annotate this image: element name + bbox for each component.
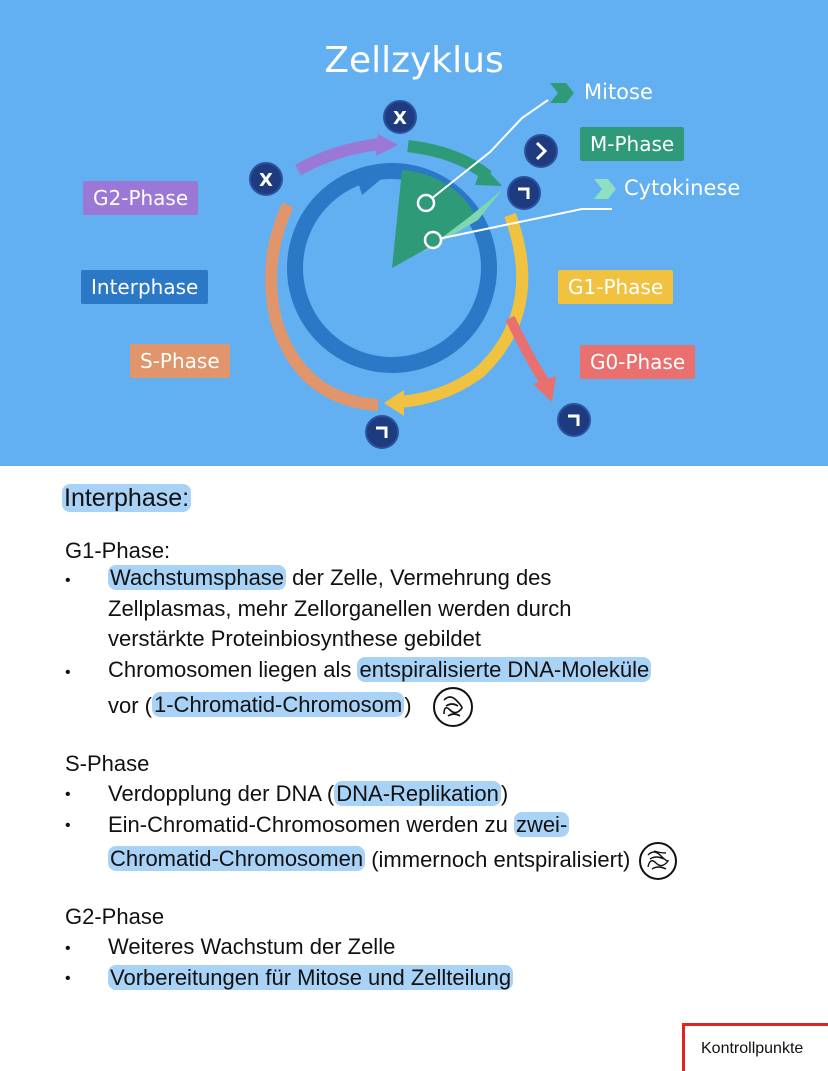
g1-phase-chip: G1-Phase	[558, 270, 674, 304]
g2-bullet-2: Vorbereitungen für Mitose und Zellteilun…	[108, 963, 798, 994]
highlight: zwei-	[513, 812, 570, 837]
s-bullet-2-line-1: Ein-Chromatid-Chromosomen werden zu zwei…	[108, 810, 798, 841]
g2-title: G2-Phase	[65, 904, 165, 929]
s-arc	[265, 202, 379, 411]
text: der Zelle, Vermehrung des	[286, 565, 552, 590]
interphase-arrowhead	[355, 170, 392, 195]
two-chromatid-chromosome-icon	[639, 841, 678, 880]
m-phase-wedge	[392, 170, 478, 268]
svg-text:X: X	[393, 108, 407, 129]
interphase-heading: Interphase:	[62, 484, 192, 513]
mitose-label: Mitose	[584, 80, 653, 104]
g1-bullet-2-line-2: vor (1-Chromatid-Chromosom)	[108, 686, 798, 728]
text: Chromosomen liegen als	[108, 657, 358, 682]
checkpoint-icon	[557, 403, 591, 437]
interphase-heading-text: Interphase:	[62, 484, 192, 512]
checkpoint-icon: X	[383, 100, 417, 134]
g1-arrowhead	[384, 390, 404, 416]
text: vor (	[108, 692, 152, 718]
m-arrowhead	[475, 164, 502, 186]
g0-phase-chip: G0-Phase	[580, 345, 696, 379]
cytokinese-chevron-icon	[594, 179, 616, 199]
g1-bullet-2: Chromosomen liegen als entspiralisierte …	[108, 655, 798, 728]
checkpoints-label: Kontrollpunkte	[701, 1040, 804, 1057]
g2-bullet-1: Weiteres Wachstum der Zelle	[108, 934, 396, 959]
cytokinese-label: Cytokinese	[624, 176, 741, 200]
g1-title: G1-Phase:	[65, 538, 171, 563]
text: Verdopplung der DNA (	[108, 781, 335, 806]
bullet: •	[65, 817, 71, 834]
checkpoints-box	[682, 1023, 828, 1071]
text: Ein-Chromatid-Chromosomen werden zu	[108, 812, 514, 837]
diagram-title: Zellzyklus	[324, 40, 504, 81]
g0-arrowhead	[533, 376, 556, 402]
cytokinese-callout-line	[432, 208, 612, 241]
g2-phase-chip: G2-Phase	[83, 181, 199, 215]
g1-arc	[399, 212, 529, 408]
highlight: Wachstumsphase	[108, 565, 287, 590]
cytokinese-callout-dot	[423, 230, 443, 250]
text: (immernoch entspiralisiert)	[365, 846, 631, 872]
checkpoint-icon	[507, 176, 541, 210]
bullet: •	[65, 786, 71, 803]
mitose-chevron-icon	[550, 83, 574, 103]
checkpoint-icon	[365, 415, 399, 449]
s-bullet-2: Ein-Chromatid-Chromosomen werden zu zwei…	[108, 810, 798, 881]
s-phase-chip: S-Phase	[130, 344, 230, 378]
bullet: •	[65, 664, 71, 681]
one-chromatid-chromosome-icon	[432, 686, 473, 727]
notes-section: Interphase: G1-Phase: • Wachstumsphase d…	[0, 466, 828, 1071]
checkpoint-icon: X	[249, 162, 283, 196]
highlight: 1-Chromatid-Chromosom	[152, 692, 405, 718]
g1-bullet-2-line-1: Chromosomen liegen als entspiralisierte …	[108, 655, 798, 686]
bullet: •	[65, 970, 71, 987]
text: )	[404, 692, 412, 718]
g2-arrowhead	[376, 134, 398, 156]
s-bullet-2-line-2: Chromatid-Chromosomen (immernoch entspir…	[108, 841, 798, 881]
checkpoint-icon	[524, 134, 558, 168]
highlight: DNA-Replikation	[334, 781, 501, 806]
text: )	[500, 781, 509, 806]
interphase-ring	[287, 163, 497, 373]
g1-bullet-1-line-2: Zellplasmas, mehr Zellorganellen werden …	[108, 595, 572, 621]
highlight: entspiralisierte DNA-Moleküle	[357, 657, 652, 682]
bullet: •	[65, 572, 71, 589]
interphase-chip: Interphase	[81, 270, 209, 304]
g0-arc	[505, 315, 551, 387]
highlight: Chromatid-Chromosomen	[108, 846, 366, 872]
m-phase-chip: M-Phase	[580, 127, 685, 161]
svg-text:X: X	[259, 170, 273, 191]
mitose-callout-dot	[416, 193, 436, 213]
highlight: Vorbereitungen für Mitose und Zellteilun…	[108, 965, 514, 990]
cell-cycle-diagram: X X Zellzyklus Mitose M-Phase Cytokinese…	[0, 0, 828, 466]
g2-arc	[295, 138, 383, 176]
g1-bullet-1-line-3: verstärkte Proteinbiosynthese gebildet	[108, 626, 481, 651]
cycle-graphic: X X	[249, 83, 616, 449]
bullet: •	[65, 940, 71, 957]
mitose-callout-line	[425, 99, 549, 204]
s-title: S-Phase	[65, 751, 150, 776]
s-bullet-1: Verdopplung der DNA (DNA-Replikation)	[108, 779, 798, 810]
g1-bullet-1: Wachstumsphase der Zelle, Vermehrung des…	[108, 563, 798, 655]
g1-bullet-1-line-1: Wachstumsphase der Zelle, Vermehrung des	[108, 563, 798, 594]
